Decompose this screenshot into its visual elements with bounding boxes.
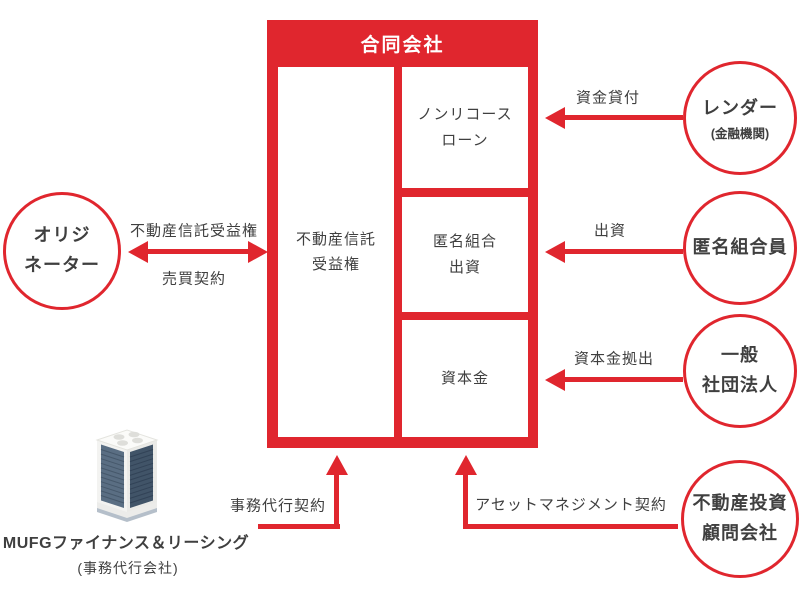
- trust-beneficiary-line1: 不動産信託: [295, 230, 376, 248]
- originator-name-line2: ネーター: [24, 255, 100, 275]
- nonrecourse-loan-line1: ノンリコース: [417, 106, 513, 123]
- godo-kaisha-title: 合同会社: [360, 35, 445, 56]
- investment-advisor-line1: 不動産投資: [692, 493, 788, 514]
- tk-investment-line1: 匿名組合: [432, 233, 497, 250]
- tk-investment-label: 出資: [593, 222, 627, 240]
- arrow-head-left-icon: [545, 369, 565, 391]
- nonrecourse-loan-line2: ローン: [441, 131, 489, 149]
- arrow-shaft: [564, 115, 683, 120]
- tk-investment-line2: 出資: [448, 258, 481, 276]
- loan-label: 資金貸付: [575, 89, 641, 107]
- trust-beneficiary-transfer-label: 不動産信託受益権: [129, 222, 259, 240]
- trust-beneficiary-line2: 受益権: [311, 256, 360, 273]
- originator-name-line1: オリジ: [33, 225, 91, 246]
- general-association-line2: 社団法人: [702, 375, 778, 395]
- arrow-head-left-icon: [128, 241, 148, 263]
- arrow-shaft: [258, 524, 340, 529]
- arrow-shaft: [334, 473, 339, 529]
- arrow-shaft: [463, 524, 678, 529]
- arrow-head-up-icon: [455, 455, 477, 475]
- arrow-head-left-icon: [545, 107, 565, 129]
- arrow-head-left-icon: [545, 241, 565, 263]
- general-association-line1: 一般: [721, 345, 759, 366]
- tk-investor-name: 匿名組合員: [692, 237, 788, 258]
- sale-contract-label: 売買契約: [161, 270, 227, 288]
- admin-agent-name: MUFGファイナンス＆リーシング: [2, 535, 250, 552]
- capital-line1: 資本金: [440, 369, 489, 387]
- capital-contribution-label: 資本金拠出: [573, 350, 655, 368]
- general-association-circle: 一般 社団法人: [683, 314, 797, 428]
- office-building-icon: [95, 429, 159, 522]
- admin-agent-subname: (事務代行会社): [77, 560, 179, 576]
- arrow-shaft: [146, 249, 250, 254]
- nonrecourse-loan-box: ノンリコース ローン: [402, 67, 528, 188]
- trust-beneficiary-box: 不動産信託 受益権: [278, 67, 394, 437]
- tk-investment-box: 匿名組合 出資: [402, 197, 528, 312]
- investment-advisor-line2: 顧問会社: [702, 523, 778, 543]
- tk-investor-circle: 匿名組合員: [683, 191, 797, 305]
- godo-kaisha-box: 合同会社 不動産信託 受益権 ノンリコース ローン 匿名組合 出資 資本金: [267, 20, 538, 448]
- admin-contract-label: 事務代行契約: [229, 497, 327, 515]
- arrow-shaft: [564, 249, 683, 254]
- arrow-shaft: [463, 473, 468, 529]
- asset-management-contract-label: アセットマネジメント契約: [475, 496, 667, 514]
- lender-circle: レンダー (金融機関): [683, 61, 797, 175]
- investment-advisor-circle: 不動産投資 顧問会社: [681, 460, 799, 578]
- arrow-head-up-icon: [326, 455, 348, 475]
- lender-subname: (金融機関): [710, 126, 770, 141]
- arrow-head-right-icon: [248, 241, 268, 263]
- capital-box: 資本金: [402, 320, 528, 437]
- arrow-shaft: [564, 377, 683, 382]
- originator-circle: オリジ ネーター: [3, 192, 121, 310]
- lender-name: レンダー: [702, 98, 778, 119]
